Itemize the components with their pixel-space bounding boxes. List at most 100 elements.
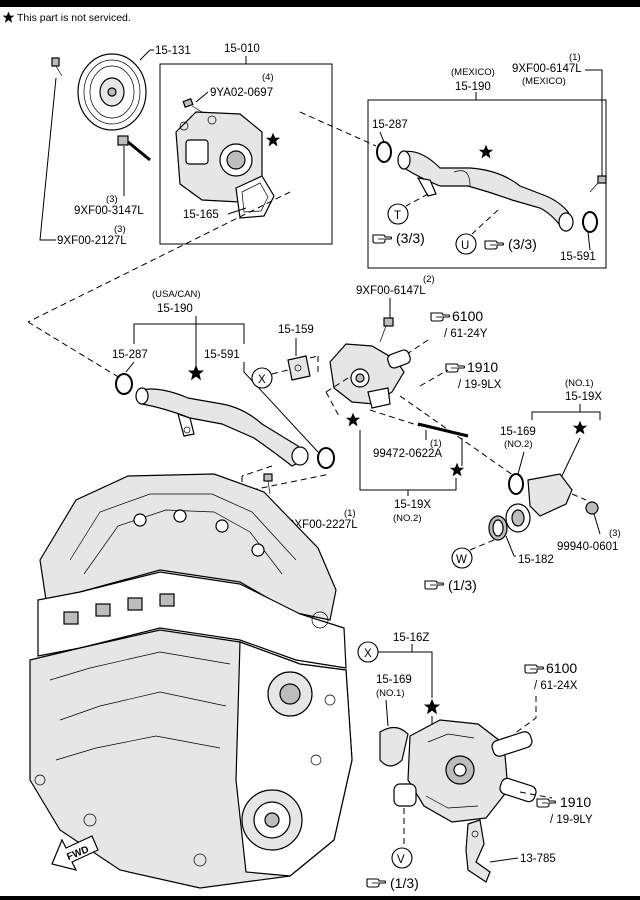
callout-usa-tag: (USA/CAN) <box>152 289 201 300</box>
gasket-no1-icon <box>379 726 409 767</box>
mexico-coolant-pipe-icon <box>397 150 574 232</box>
callout-gasket-no1-tag: (NO.1) <box>376 688 405 699</box>
gasket-no2-icon <box>508 473 524 495</box>
callout-gasket-pump: 15-165 <box>183 209 219 221</box>
callout-stud: 99472-0622A <box>373 448 442 460</box>
callout-bolt-a: 9XF00-3147L <box>74 205 144 217</box>
top-bolt-icon <box>379 317 394 343</box>
callout-harness-bracket: 13-785 <box>520 853 556 865</box>
callout-bolt-mx-tag: (MEXICO) <box>522 76 566 87</box>
marker-u <box>455 233 477 255</box>
usa-oring-a-icon <box>115 373 133 395</box>
callout-ref-w: (1/3) <box>448 577 477 593</box>
pump-bolt-icon <box>182 98 203 113</box>
bottom-bar <box>0 896 640 900</box>
callout-bracket: 15-159 <box>278 324 314 336</box>
pulley-bolt-icon <box>51 57 63 77</box>
hose-clamp-icon <box>488 515 508 541</box>
callout-ref-1910-bot: 1910 <box>560 794 591 810</box>
callout-bolt-b: 9XF00-2127L <box>57 235 127 247</box>
callout-mexico-tag: (MEXICO) <box>451 67 495 78</box>
callout-sensor: 99940-0601 <box>557 541 618 553</box>
harness-bracket-icon <box>465 819 491 883</box>
sensor-icon <box>585 501 599 515</box>
stud-bolt-icon <box>417 422 469 438</box>
marker-x-top-label: X <box>258 374 266 386</box>
callout-ref-6100-top-sub: / 61-24Y <box>444 328 488 340</box>
marker-t-label: T <box>394 210 401 222</box>
mexico-oring-b-icon <box>582 211 598 233</box>
header-note: This part is not serviced. <box>17 12 131 24</box>
marker-x-bottom-label: X <box>364 648 372 660</box>
ref-6100-top-hand-icon <box>430 312 450 322</box>
callout-ref-6100-bot-sub: / 61-24X <box>534 680 578 692</box>
callout-bolt-usa-qty: (1) <box>344 508 356 519</box>
pulley-icon <box>77 53 147 131</box>
top-bar <box>0 0 640 7</box>
not-serviced-star-icon <box>2 11 15 23</box>
coolant-outlet-housing-icon <box>329 343 411 409</box>
ref-t-hand-icon <box>372 234 392 244</box>
callout-oring-usa-b: 15-591 <box>204 349 240 361</box>
callout-bolt-usa: 9XF00-2227L <box>288 519 358 531</box>
pump-star-icon <box>265 132 281 147</box>
callout-stud-qty: (1) <box>430 438 442 449</box>
marker-x-top <box>251 367 273 389</box>
callout-thermostat: 15-16Z <box>393 632 429 644</box>
ref-6100-bot-hand-icon <box>524 664 544 674</box>
callout-pipe-mx: 15-190 <box>455 81 491 93</box>
mexico-oring-a-icon <box>376 141 392 163</box>
callout-bolt-b-qty: (3) <box>114 224 126 235</box>
ref-v-hand-icon <box>366 878 386 888</box>
callout-bolt-top-qty: (2) <box>423 274 435 285</box>
callout-gasket-no2-tag: (NO.2) <box>504 439 533 450</box>
mexico-pipe-box <box>367 99 607 269</box>
callout-clamp: 15-182 <box>518 554 554 566</box>
marker-v <box>391 847 413 869</box>
callout-bolt-pump: 9YA02-0697 <box>210 87 273 99</box>
ref-1910-bot-hand-icon <box>536 798 556 808</box>
callout-ref-u: (3/3) <box>508 236 537 252</box>
callout-ref-1910-top-sub: / 19-9LX <box>458 379 502 391</box>
mexico-bolt-icon <box>589 175 607 193</box>
callout-bolt-mx-qty: (1) <box>569 52 581 63</box>
ref-1910-top-hand-icon <box>445 363 465 373</box>
usa-oring-b-icon <box>317 447 335 469</box>
callout-oring-mx-b: 15-591 <box>560 251 596 263</box>
callout-bolt-a-qty: (3) <box>106 194 118 205</box>
housing-no1-star-icon <box>572 420 588 435</box>
marker-v-label: V <box>397 854 405 866</box>
housing-no1-icon <box>505 473 573 533</box>
bracket-icon <box>287 355 311 381</box>
callout-pipe-usa: 15-190 <box>157 303 193 315</box>
callout-housing-no1-tag: (NO.1) <box>565 378 594 389</box>
marker-t <box>387 203 409 225</box>
marker-w <box>451 547 473 569</box>
callout-pulley: 15-131 <box>155 45 191 57</box>
callout-ref-v: (1/3) <box>390 875 419 891</box>
callout-oring-usa-a: 15-287 <box>112 349 148 361</box>
usa-coolant-pipe-icon <box>135 387 309 467</box>
long-bolt-icon <box>117 135 151 162</box>
callout-ref-1910-top: 1910 <box>467 359 498 375</box>
callout-bolt-mx: 9XF00-6147L <box>512 63 582 75</box>
thermostat-star-icon <box>423 698 441 715</box>
callout-gasket-no1: 15-169 <box>376 674 412 686</box>
water-pump-icon <box>175 111 263 203</box>
forward-arrow-icon <box>51 835 99 871</box>
engine-block-icon <box>29 473 353 889</box>
callout-housing-no1: 15-19X <box>565 391 602 403</box>
callout-bolt-pump-qty: (4) <box>262 72 274 83</box>
callout-ref-t: (3/3) <box>396 230 425 246</box>
housing-no2-star-icon <box>345 412 361 427</box>
ref-w-hand-icon <box>424 580 444 590</box>
callout-housing-no2: 15-19X <box>394 499 431 511</box>
callout-bolt-top: 9XF00-6147L <box>356 285 426 297</box>
callout-gasket-no2: 15-169 <box>500 426 536 438</box>
callout-ref-6100-bot: 6100 <box>546 660 577 676</box>
callout-ref-1910-bot-sub: / 19-9LY <box>550 814 593 826</box>
marker-u-label: U <box>461 240 469 252</box>
ref-u-hand-icon <box>484 240 504 250</box>
marker-w-label: W <box>456 554 467 566</box>
